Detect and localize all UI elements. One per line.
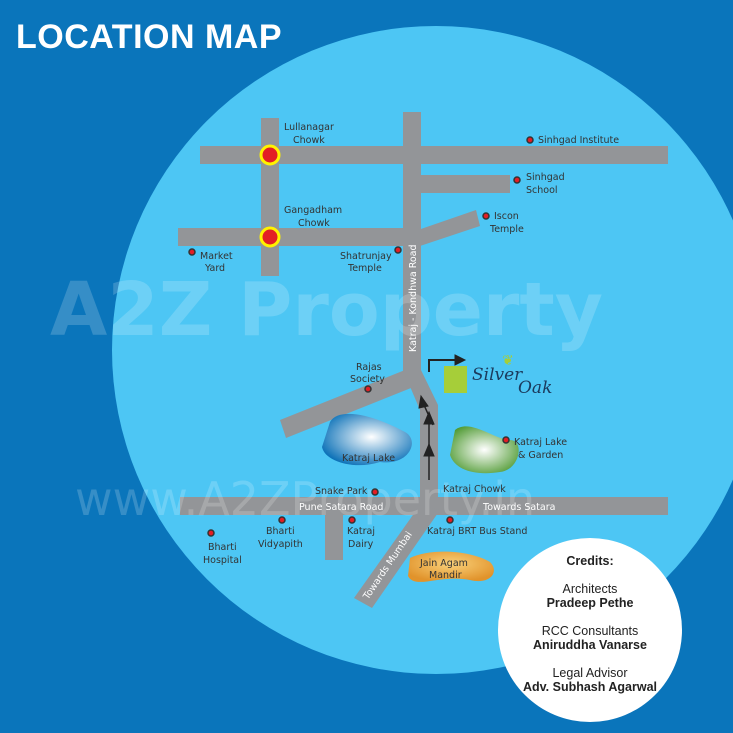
label-market-yard-2: Yard — [204, 263, 225, 274]
road-dairy — [325, 510, 343, 560]
credit-name: Pradeep Pethe — [546, 596, 634, 610]
label-sinhgad-institute: Sinhgad Institute — [538, 135, 619, 146]
road-lullanagar — [200, 146, 668, 164]
label-rajas-2: Society — [350, 374, 385, 385]
label-shatrunjay-1: Shatrunjay — [340, 251, 392, 262]
credits-panel: Credits: Architects Pradeep Pethe RCC Co… — [498, 538, 682, 722]
label-katraj-dairy-1: Katraj — [347, 526, 375, 537]
jain-agam-mandir — [408, 551, 494, 582]
label-bharti-hospital-1: Bharti — [208, 542, 237, 553]
credits-heading: Credits: — [566, 554, 614, 568]
site-name-1: Silver — [472, 365, 523, 385]
arrow-to-site-icon — [428, 359, 455, 372]
label-iscon-2: Temple — [489, 224, 524, 235]
arrow-head-icon — [454, 354, 467, 366]
watermark-url: www.A2ZProperty.in — [75, 472, 535, 526]
label-bharti-hospital-2: Hospital — [203, 555, 242, 566]
road-sinhgad-school — [420, 175, 510, 193]
label-sinhgad-school-1: Sinhgad — [526, 172, 565, 183]
label-lullanagar-1: Lullanagar — [284, 122, 334, 133]
label-katraj-brt: Katraj BRT Bus Stand — [427, 526, 527, 537]
label-jain-2: Mandir — [429, 570, 462, 581]
label-iscon-1: Iscon — [494, 211, 519, 222]
page-title: LOCATION MAP — [16, 18, 283, 56]
label-lake-garden-1: Katraj Lake — [514, 437, 567, 448]
road-towards-mumbai — [354, 505, 440, 608]
katraj-lake — [322, 413, 412, 466]
landmark-markers — [188, 136, 534, 537]
label-jain-1: Jain Agam — [419, 558, 468, 569]
road-label-katraj-kondhwa: Katraj - Kondhwa Road — [408, 244, 419, 352]
label-market-yard-1: Market — [200, 251, 233, 262]
katraj-lake-garden — [450, 426, 519, 474]
credit-name: Adv. Subhash Agarwal — [522, 680, 658, 694]
road-label-pune-satara: Pune Satara Road — [299, 502, 383, 513]
chowk-gangadham-marker — [259, 226, 281, 248]
road-gangadham — [178, 228, 418, 246]
site-name-2: Oak — [518, 378, 552, 398]
credit-role: Architects — [562, 582, 618, 596]
road-label-towards-satara: Towards Satara — [482, 502, 555, 513]
label-katraj-lake: Katraj Lake — [342, 453, 395, 464]
label-shatrunjay-2: Temple — [347, 263, 382, 274]
roads — [178, 112, 668, 608]
label-lake-garden-2: & Garden — [518, 450, 563, 461]
credit-role: RCC Consultants — [541, 624, 639, 638]
credit-name: Aniruddha Vanarse — [533, 638, 647, 652]
label-bharti-vidyapith-1: Bharti — [266, 526, 295, 537]
road-iscon — [418, 210, 480, 246]
silver-oak-site — [444, 366, 467, 393]
label-gangadham-1: Gangadham — [284, 205, 342, 216]
direction-arrows — [418, 354, 467, 480]
watermark-logo: A2Z Property — [50, 267, 603, 353]
label-katraj-dairy-2: Dairy — [348, 539, 374, 550]
credit-role: Legal Advisor — [552, 666, 628, 680]
label-gangadham-2: Chowk — [298, 218, 330, 229]
chowk-lullanagar-marker — [259, 144, 281, 166]
label-rajas-1: Rajas — [356, 362, 382, 373]
label-katraj-chowk: Katraj Chowk — [443, 484, 506, 495]
label-lullanagar-2: Chowk — [293, 135, 325, 146]
road-vertical-west — [261, 118, 279, 276]
road-katraj-kondhwa — [403, 112, 421, 380]
label-bharti-vidyapith-2: Vidyapith — [258, 539, 303, 550]
road-rajas — [280, 368, 416, 438]
oak-leaf-icon: ❦ — [502, 353, 514, 369]
label-sinhgad-school-2: School — [526, 185, 558, 196]
label-snake-park: Snake Park — [315, 486, 368, 497]
arrow-up-icon — [423, 404, 434, 426]
